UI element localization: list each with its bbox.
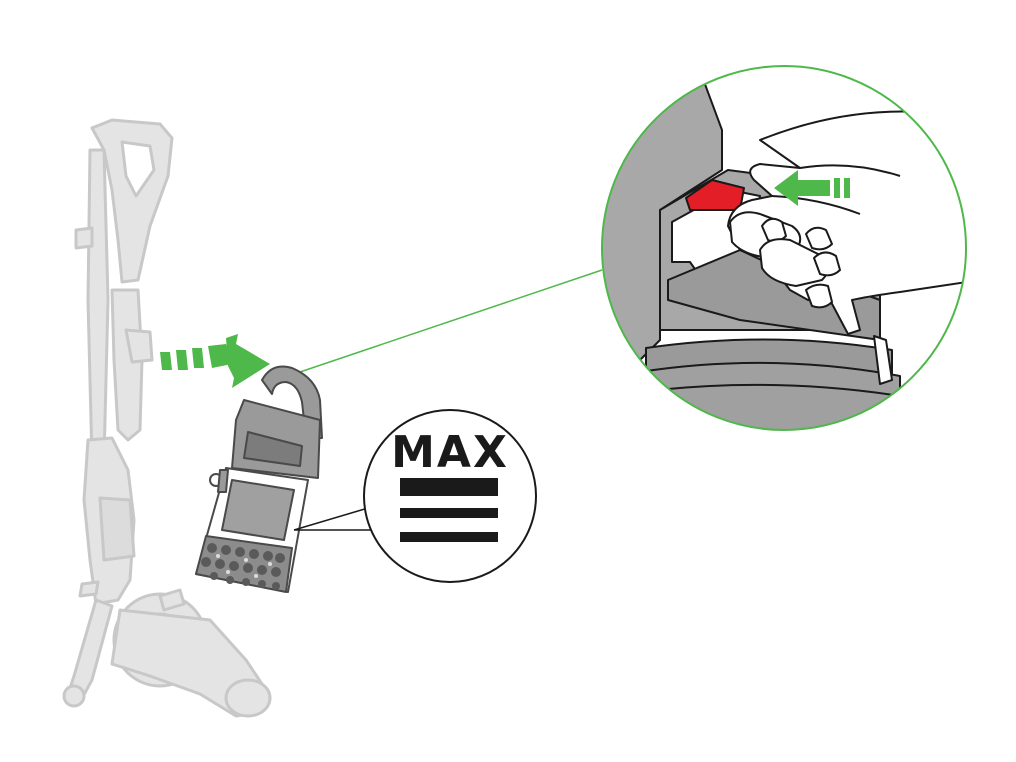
dashed-arrow-left-icon [774, 170, 850, 206]
upright-vacuum-illustration [62, 118, 272, 718]
zoom-connector-line [299, 269, 603, 373]
max-line-upper [400, 478, 498, 496]
bin-release-zoom [601, 65, 967, 431]
max-callout-connector [293, 507, 369, 531]
max-line-lower-2 [400, 532, 498, 542]
max-fill-callout: MAX [293, 409, 537, 583]
max-label: MAX [391, 427, 509, 478]
clear-bin-illustration [195, 365, 323, 593]
release-catch-red [685, 179, 745, 211]
zoom-circle-border [601, 65, 967, 431]
curved-dashed-arrow-right-icon [160, 334, 270, 388]
max-line-lower [400, 508, 498, 518]
